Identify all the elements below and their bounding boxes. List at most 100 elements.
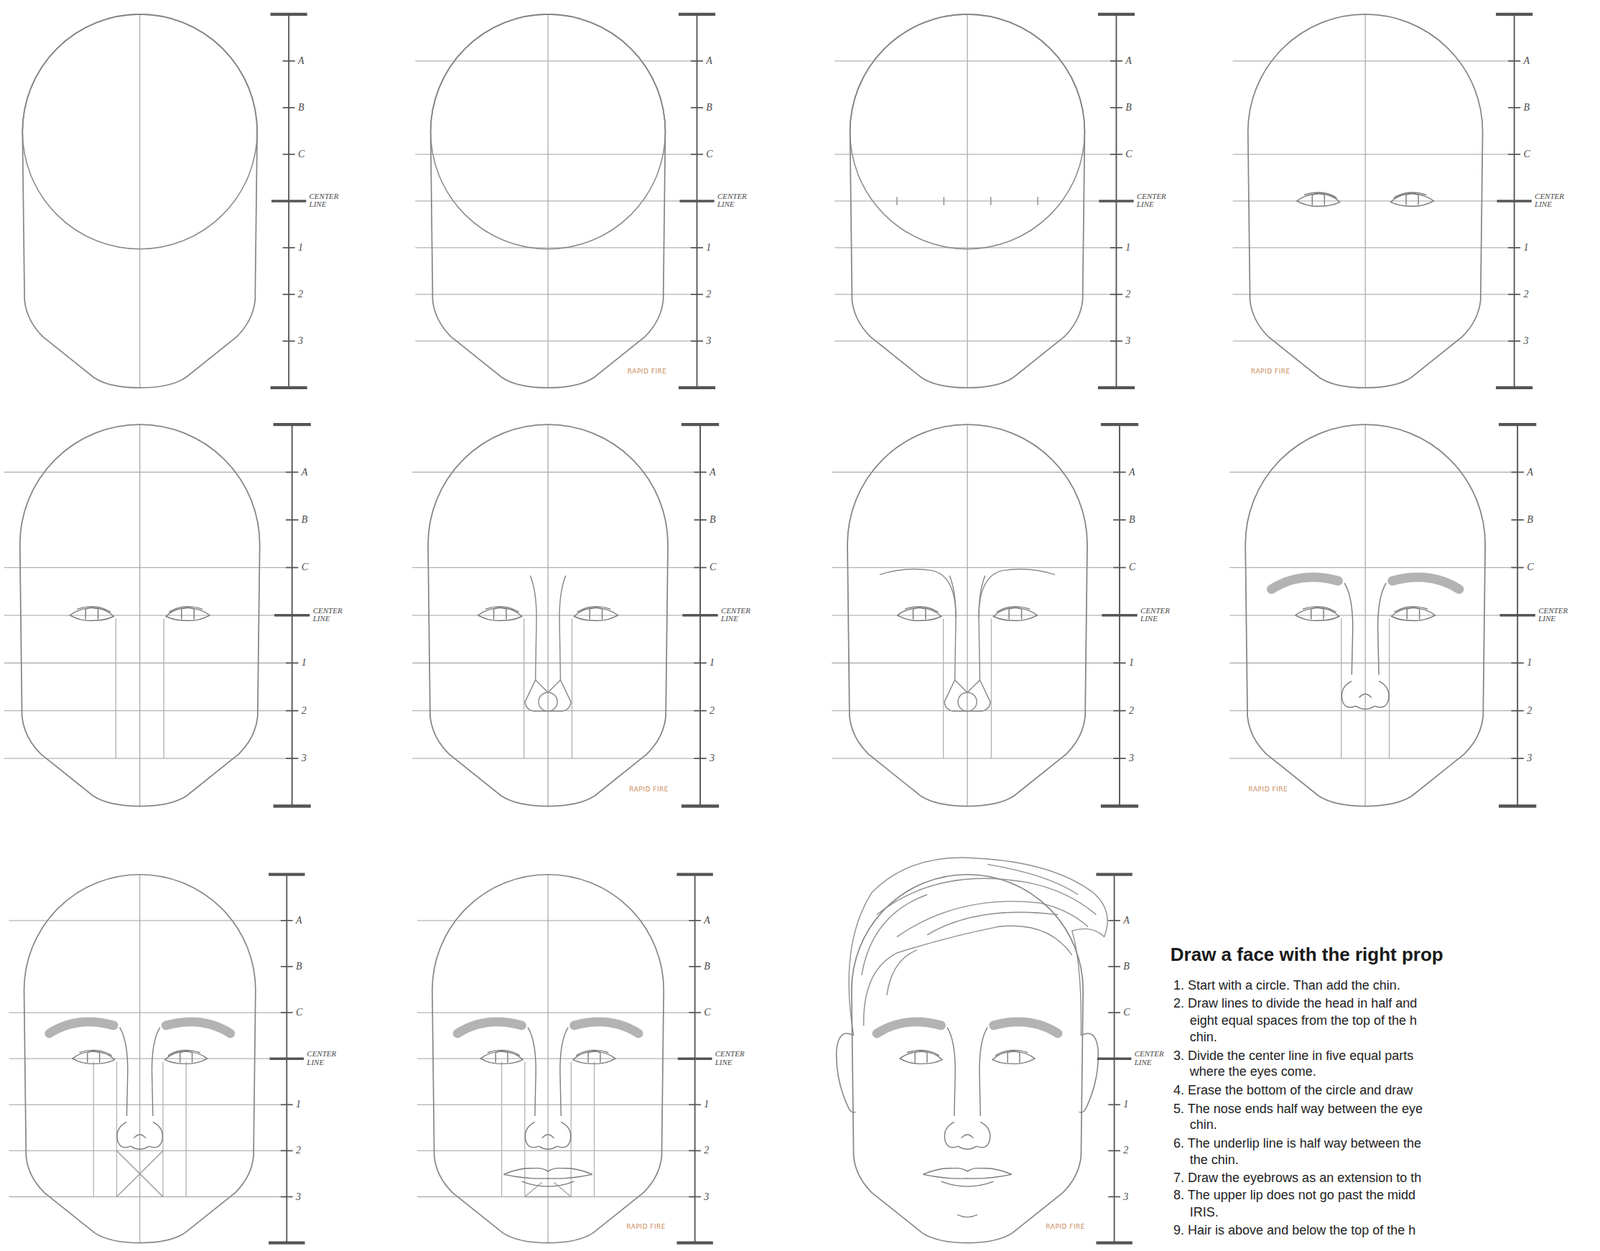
- vertical-guide: [1364, 424, 1366, 806]
- ruler-label: 2: [301, 705, 307, 716]
- iris-guides: [501, 1061, 595, 1197]
- head-outline: [847, 424, 1088, 806]
- ruler-label: 2: [1125, 289, 1131, 300]
- horizontal-guides: [1229, 472, 1518, 760]
- ruler-label: C: [1128, 562, 1136, 573]
- nose: [1341, 583, 1389, 710]
- ruler-label: 2: [1128, 705, 1134, 716]
- instruction-line: 3. Divide the center line in five equal …: [1173, 1049, 1414, 1064]
- step-panel: [417, 874, 714, 1244]
- ruler-label: CENTER LINE: [721, 606, 751, 624]
- ruler-label: 1: [705, 242, 711, 253]
- head-outline: [432, 874, 664, 1244]
- ruler-label: CENTER LINE: [1140, 606, 1170, 624]
- ruler-label: B: [1523, 102, 1530, 113]
- eyes: [478, 606, 619, 622]
- ruler-label: 3: [703, 1192, 709, 1203]
- ruler-label: B: [709, 514, 716, 525]
- ruler: [1498, 424, 1537, 806]
- ruler-label: B: [295, 961, 303, 972]
- vertical-guide: [139, 874, 141, 1244]
- ruler-label: CENTER LINE: [1538, 606, 1568, 624]
- ruler-label: 2: [1523, 289, 1529, 300]
- watermark: RAPID FIRE: [1045, 1223, 1086, 1231]
- vertical-guide: [547, 424, 548, 806]
- nose: [944, 1027, 990, 1150]
- eyebrows: [1271, 577, 1459, 590]
- ruler-label: 2: [703, 1145, 709, 1156]
- instruction-line: 1. Start with a circle. Than add the chi…: [1173, 978, 1401, 994]
- eye-corner-guides: [1341, 618, 1390, 759]
- ruler-label: A: [709, 467, 716, 478]
- ruler-label: A: [703, 915, 711, 926]
- ruler-label: 1: [295, 1099, 301, 1110]
- instruction-line: 9. Hair is above and below the top of th…: [1173, 1223, 1416, 1239]
- watermark: RAPID FIRE: [629, 786, 669, 793]
- instruction-line: the chin.: [1189, 1153, 1239, 1168]
- ruler-label: C: [703, 1007, 711, 1018]
- ruler-label: 2: [709, 705, 715, 716]
- vertical-guide: [1364, 14, 1366, 388]
- horizontal-guides: [1232, 61, 1514, 342]
- horizontal-guides: [415, 61, 697, 342]
- ruler-label: A: [1128, 467, 1136, 478]
- ruler-label: C: [295, 1007, 303, 1018]
- mouth: [503, 1168, 592, 1188]
- eyes: [69, 606, 210, 622]
- ruler-label: 2: [298, 289, 304, 300]
- ruler-label: C: [1125, 149, 1132, 160]
- ruler-label: CENTER LINE: [1134, 1050, 1165, 1068]
- ruler-label: CENTER LINE: [306, 1050, 337, 1068]
- ruler-label: C: [1123, 1007, 1130, 1018]
- nose: [524, 1027, 571, 1150]
- ruler-label: B: [1526, 514, 1534, 525]
- construction-circle: [430, 14, 666, 250]
- ruler-label: 3: [295, 1192, 301, 1203]
- ruler-label: C: [1526, 562, 1534, 573]
- head-outline: [850, 14, 1086, 388]
- instruction-line: 7. Draw the eyebrows as an extension to …: [1173, 1171, 1422, 1186]
- ruler-label: 1: [1128, 657, 1134, 668]
- construction-circle: [22, 14, 258, 250]
- lip-cross-guides: [116, 1150, 163, 1197]
- ruler-label: 1: [703, 1099, 709, 1110]
- watermark: RAPID FIRE: [626, 1223, 666, 1231]
- ruler-label: A: [1123, 915, 1130, 926]
- watermark: RAPID FIRE: [627, 368, 668, 375]
- head-outline: [1245, 424, 1486, 806]
- ruler-label: A: [705, 56, 713, 67]
- ruler: [268, 874, 305, 1244]
- ruler-label: 2: [295, 1145, 301, 1156]
- instruction-line: 8. The upper lip does not go past the mi…: [1173, 1188, 1416, 1203]
- head-outline: [22, 14, 258, 388]
- ruler-label: B: [703, 961, 711, 972]
- ruler-label: C: [1523, 149, 1530, 160]
- ruler-label: A: [298, 56, 305, 67]
- ruler-label: C: [298, 149, 305, 160]
- eyes: [480, 1049, 616, 1064]
- step-panel: [1232, 14, 1533, 388]
- ruler-label: CENTER LINE: [1136, 192, 1167, 209]
- construction-circle: [850, 14, 1086, 250]
- head-outline: [20, 424, 260, 806]
- step-panel: [22, 14, 307, 388]
- iris-guides: [93, 1061, 186, 1197]
- ruler-label: B: [1125, 102, 1132, 113]
- head-outline: [430, 14, 666, 388]
- ruler-label: 3: [1128, 753, 1134, 764]
- ruler-label: 3: [298, 336, 304, 347]
- ruler-label: 3: [709, 753, 715, 764]
- brow-arcs: [879, 568, 1055, 617]
- ruler-label: 1: [1523, 242, 1529, 253]
- eyebrows: [876, 1021, 1058, 1034]
- instruction-line: chin.: [1189, 1118, 1218, 1133]
- ruler-label: C: [709, 562, 716, 573]
- ruler-label: 3: [1123, 1192, 1129, 1203]
- ruler-label: A: [1125, 56, 1132, 67]
- ruler-label: B: [301, 514, 309, 525]
- head-outline: [1248, 14, 1483, 388]
- ruler-label: 3: [301, 753, 307, 764]
- head-outline: [24, 874, 256, 1244]
- ruler-label: 1: [1125, 242, 1131, 253]
